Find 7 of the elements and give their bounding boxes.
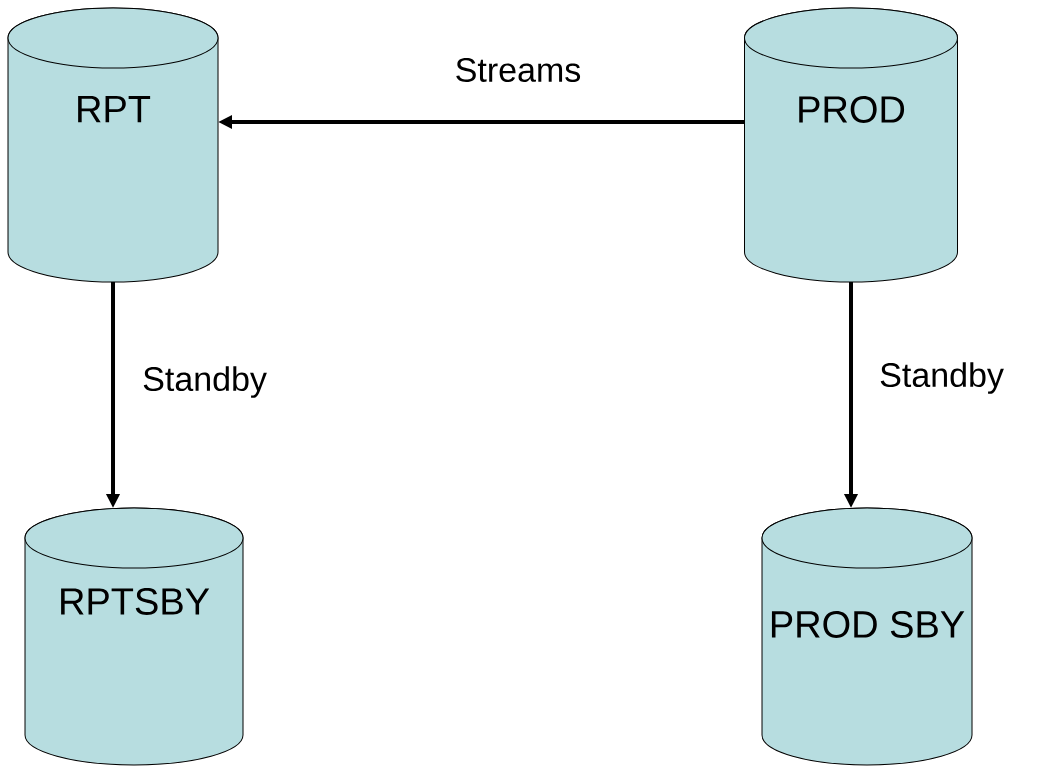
edge-label: Standby [880, 362, 1004, 394]
database-cylinder: RPTSBY [24, 507, 244, 766]
database-cylinder: PROD [744, 7, 958, 283]
database-cylinder: RPT [7, 7, 219, 283]
database-cylinder: PROD SBY [761, 507, 973, 766]
edge-label: Standby [143, 366, 267, 398]
edge-label: Streams [456, 57, 581, 82]
